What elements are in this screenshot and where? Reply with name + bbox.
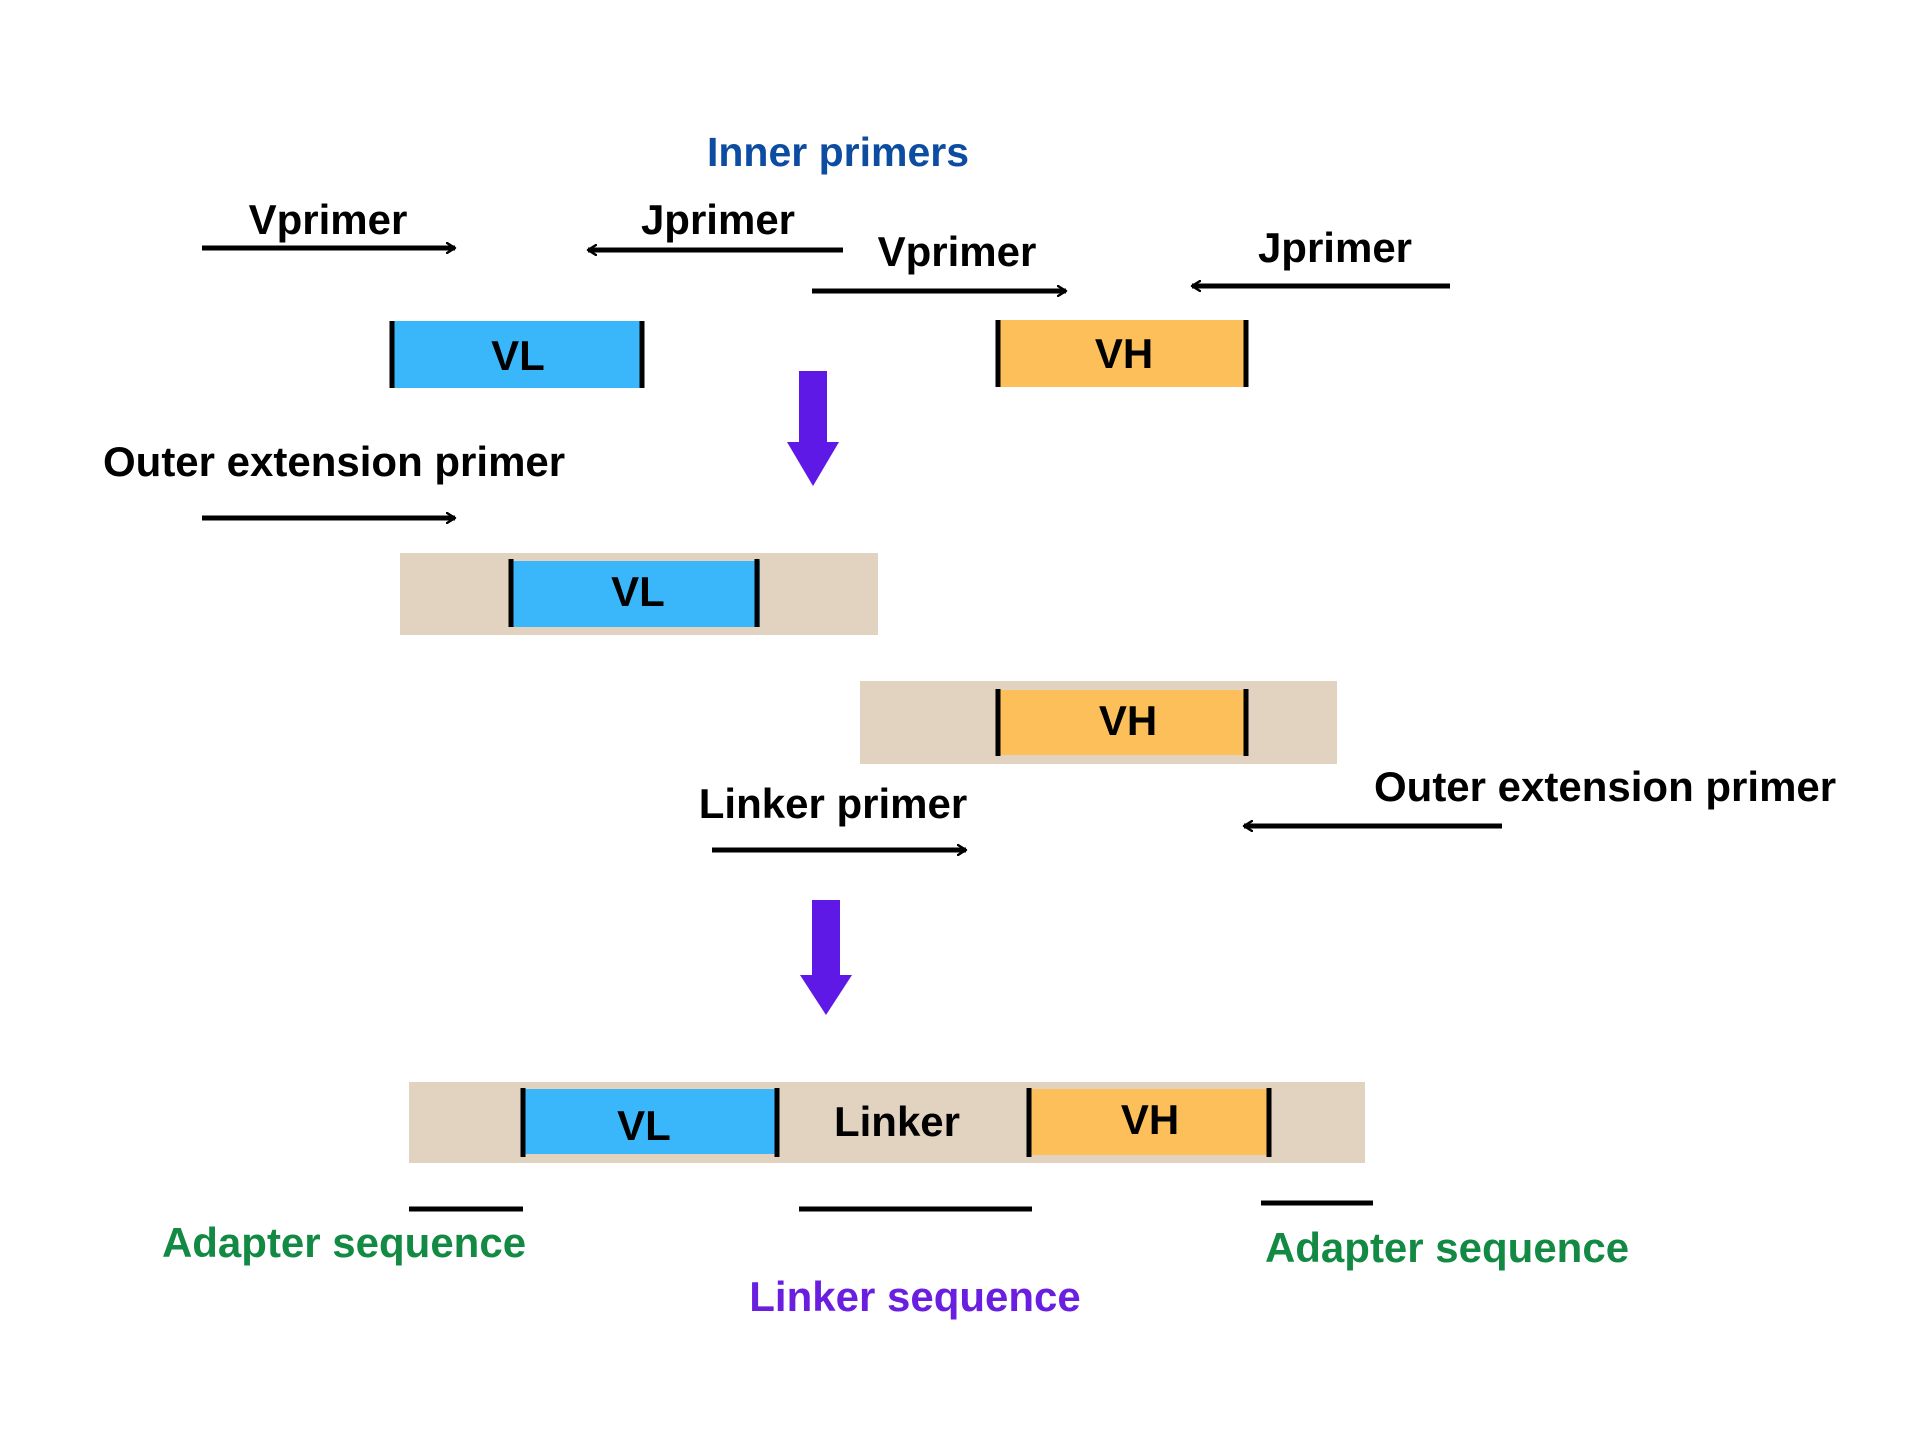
- vh-label-row1: VH: [1095, 330, 1153, 377]
- label-linker-primer: Linker primer: [699, 780, 967, 827]
- vh-label-row4: VH: [1121, 1096, 1179, 1143]
- extended-vl-fragment: VL: [400, 553, 878, 635]
- label-vprimer-vl: Vprimer: [249, 196, 408, 243]
- assembled-scfv-fragment: VL Linker VH: [409, 1082, 1365, 1163]
- vl-label-row4: VL: [617, 1102, 671, 1149]
- title-inner-primers: Inner primers: [707, 129, 969, 175]
- vh-segment-row1: VH: [995, 320, 1249, 387]
- label-jprimer-vl: Jprimer: [641, 196, 795, 243]
- extended-vh-fragment: VH: [860, 681, 1337, 764]
- vl-segment-row1: VL: [389, 321, 645, 388]
- step-arrow-2: [800, 900, 852, 1015]
- label-adapter-sequence-right: Adapter sequence: [1265, 1224, 1629, 1271]
- linker-label-row4: Linker: [834, 1098, 960, 1145]
- label-jprimer-vh: Jprimer: [1258, 224, 1412, 271]
- vl-label-row1: VL: [491, 332, 545, 379]
- label-adapter-sequence-left: Adapter sequence: [162, 1219, 526, 1266]
- label-linker-sequence: Linker sequence: [749, 1273, 1080, 1320]
- label-outer-extension-primer-right: Outer extension primer: [1374, 763, 1836, 810]
- vl-label-row2: VL: [611, 568, 665, 615]
- label-outer-extension-primer-left: Outer extension primer: [103, 438, 565, 485]
- step-arrow-1: [787, 371, 839, 486]
- vh-label-row3: VH: [1099, 697, 1157, 744]
- label-vprimer-vh: Vprimer: [878, 228, 1037, 275]
